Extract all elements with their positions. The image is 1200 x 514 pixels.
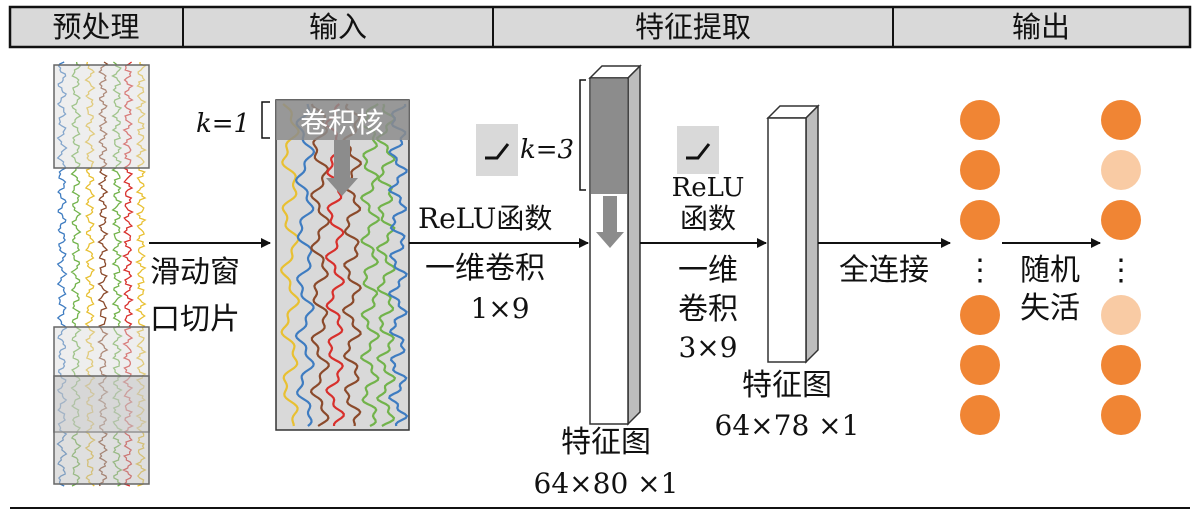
relu2-label-2: 函数: [680, 202, 736, 235]
neuron-node: [1101, 200, 1141, 240]
ellipsis-left: ⋮: [965, 253, 995, 288]
relu1-label: ReLU函数: [418, 202, 552, 235]
input-signals: [279, 103, 409, 427]
signal-trace: [279, 103, 300, 427]
kernel-region: [591, 79, 627, 194]
relu-icon: [677, 126, 719, 174]
dropped-neuron-node: [1101, 150, 1141, 190]
header-preprocess: 预处理: [52, 10, 139, 44]
signal-trace: [324, 103, 345, 427]
conv1-size: 1×9: [470, 292, 529, 325]
fmap1-title: 特征图: [561, 425, 651, 460]
conv1-label: 一维卷积: [425, 251, 545, 286]
signal-trace: [359, 103, 381, 427]
signal-trace: [341, 103, 362, 427]
k3-label: k=3: [520, 135, 574, 165]
neuron-node: [960, 100, 1000, 140]
ellipsis-right: ⋮: [1106, 253, 1136, 288]
neuron-node: [960, 150, 1000, 190]
k1-label: k=1: [196, 109, 250, 139]
dropout-nodes: [1101, 100, 1141, 435]
feature-map-1: [579, 64, 642, 426]
header-bar: 预处理 输入 特征提取 输出: [8, 5, 1192, 49]
relu-icon: [476, 124, 518, 176]
k1-bracket: [261, 101, 270, 139]
fc-label: 全连接: [839, 253, 929, 288]
preprocess-signal-strip: [53, 61, 150, 487]
neuron-node: [960, 395, 1000, 435]
relu2-label-1: ReLU: [672, 173, 745, 203]
dropout-label-2: 失活: [1020, 291, 1080, 326]
neuron-node: [1101, 345, 1141, 385]
signal-trace: [294, 103, 316, 427]
fmap1-size: 64×80 ×1: [534, 467, 679, 500]
kernel-down-arrow: [326, 140, 358, 196]
neuron-node: [960, 345, 1000, 385]
neuron-node: [960, 295, 1000, 335]
conv2-label-2: 卷积: [678, 292, 738, 327]
conv2-label-1: 一维: [678, 253, 738, 288]
sliding-window-label-2: 口切片: [150, 302, 240, 337]
kernel-down-arrow-2: [596, 196, 624, 248]
dropout-label-1: 随机: [1020, 253, 1080, 288]
signal-trace: [309, 103, 331, 427]
neuron-node: [1101, 395, 1141, 435]
fc-nodes: [960, 100, 1000, 435]
header-output: 输出: [1012, 10, 1070, 44]
dropped-neuron-node: [1101, 295, 1141, 335]
fmap2-title: 特征图: [742, 368, 832, 403]
k3-bracket: [579, 79, 586, 191]
feature-map-2: [766, 104, 820, 364]
kernel-label: 卷积核: [300, 106, 384, 139]
header-feature-extraction: 特征提取: [635, 10, 751, 44]
sliding-window-label-1: 滑动窗: [150, 255, 240, 290]
signal-trace: [375, 103, 397, 427]
window-top: [53, 64, 150, 169]
kernel-box: [276, 100, 409, 140]
fmap2-size: 64×78 ×1: [715, 409, 860, 442]
signal-trace: [387, 103, 409, 427]
neuron-node: [1101, 100, 1141, 140]
conv2-size: 3×9: [678, 331, 737, 364]
neuron-node: [960, 200, 1000, 240]
input-panel: 卷积核 k=1: [196, 99, 410, 431]
window-overlap: [53, 375, 150, 485]
header-input: 输入: [309, 10, 367, 44]
